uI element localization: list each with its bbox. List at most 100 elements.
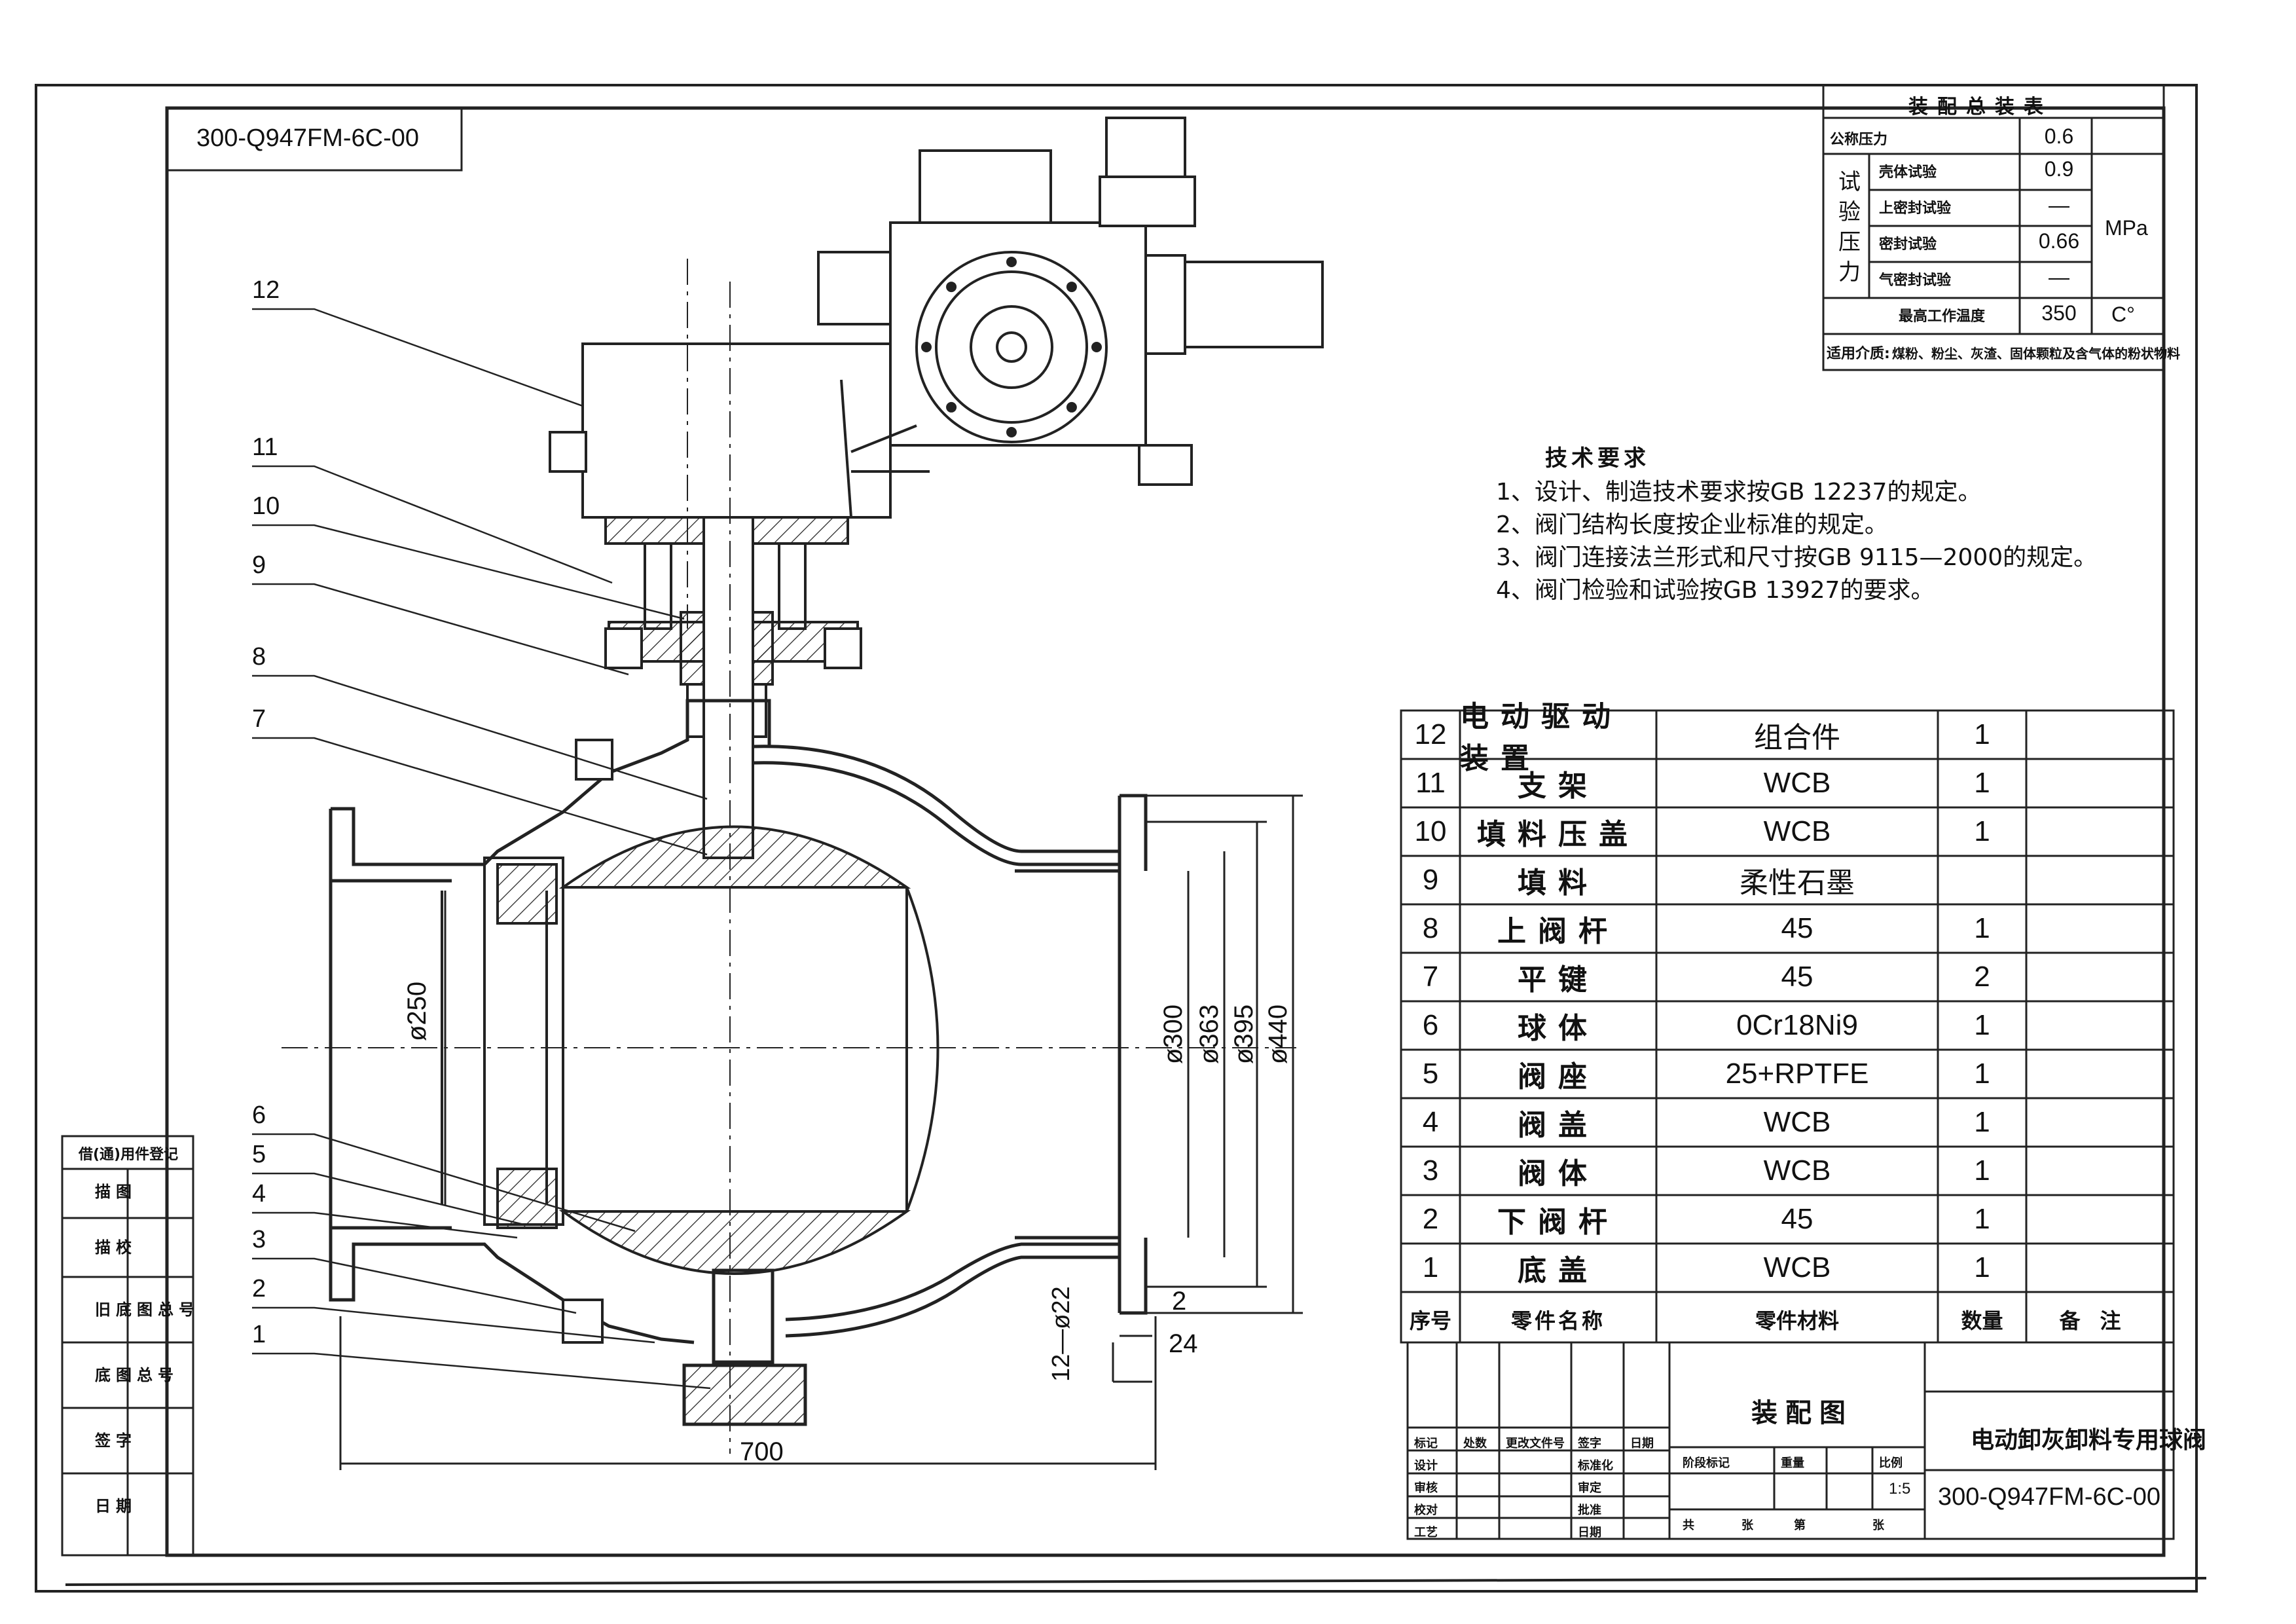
part-material: 45 [1781,961,1813,993]
bolt-hole [1091,342,1102,352]
leader-line [252,524,685,620]
parts-header-row: 序号 零件名称 零件材料 数量 备注 [1401,1295,2174,1344]
bolt-hole [921,342,932,352]
pressure-row-label: 公称压力 [1830,132,1888,148]
part-note [2026,1050,2174,1098]
pressure-table-lines [1822,84,2165,371]
part-note [2026,856,2174,904]
title-block-label: 阶段标记 [1683,1456,1730,1470]
title-block-label: 张 [1872,1519,1884,1532]
part-name: 下阀杆 [1497,1206,1619,1239]
dim-holes: 12—ø22 [1048,1286,1075,1382]
part-name: 上阀杆 [1497,915,1619,948]
bonnet-and-seat [441,739,613,1344]
dim-flange-t1: 2 [1172,1287,1187,1316]
part-qty: 1 [1974,1251,1990,1283]
title-block-label: 设计 [1414,1459,1438,1473]
pressure-row-value: — [2049,193,2069,217]
part-material: WCB [1763,767,1831,799]
scale-value: 1:5 [1889,1480,1911,1498]
part-qty: 1 [1974,815,1990,847]
leader-line [252,465,613,584]
tech-item: 2、阀门结构长度按企业标准的规定。 [1496,511,1888,538]
centre-lines [282,259,1296,1454]
part-no: 9 [1422,864,1439,896]
drawing-number-box-top [166,107,463,172]
part-callout-label: 2 [252,1275,266,1302]
pressure-unit: MPa [2105,216,2148,240]
part-no: 12 [1414,718,1447,750]
bolt-hole [946,401,957,413]
part-callout-label: 9 [252,551,266,579]
part-name: 阀座 [1518,1060,1599,1094]
part-qty: 2 [1974,961,1990,993]
part-callout-label: 12 [252,276,280,304]
part-name: 支架 [1518,769,1599,803]
valve-body [329,699,1148,1426]
part-material: 25+RPTFE [1725,1058,1869,1090]
pressure-row-label: 上密封试验 [1879,200,1952,217]
part-name: 底盖 [1518,1254,1599,1287]
leader-line [252,1306,655,1344]
part-qty: 1 [1974,1009,1990,1041]
part-callout-label: 11 [252,434,278,461]
title-block-label: 第 [1794,1519,1806,1532]
title-block-label: 共 [1683,1519,1694,1532]
title-block-label: 批准 [1578,1504,1601,1517]
part-note [2026,759,2174,807]
left-strip-label: 描校 [95,1238,137,1257]
bolt-hole [1006,257,1017,267]
part-name: 平键 [1518,963,1599,997]
leader-line [252,1352,711,1390]
dim-d363: ø363 [1195,1004,1224,1064]
leader-line [252,308,583,407]
header-qty: 数量 [1961,1308,2003,1333]
part-callout-label: 8 [252,643,266,671]
part-no: 6 [1422,1009,1439,1041]
dim-flange-t2: 24 [1169,1329,1198,1358]
title-block-label: 日期 [1578,1526,1601,1540]
leader-line [252,1133,636,1232]
part-no: 8 [1422,912,1439,944]
part-callout-label: 6 [252,1101,266,1129]
title-block-label: 重量 [1781,1456,1804,1470]
pressure-row-value: 0.9 [2044,157,2074,181]
drawing-title: 电动卸灰卸料专用球阀 [1971,1427,2207,1454]
tech-item: 3、阀门连接法兰形式和尺寸按GB 9115—2000的规定。 [1496,544,2098,571]
electric-actuator [549,117,1324,519]
part-note [2026,1001,2174,1050]
dim-d250: ø250 [403,981,431,1041]
part-no: 4 [1422,1106,1439,1138]
leader-line [252,1257,577,1314]
dim-d440: ø440 [1264,1004,1292,1064]
bolt-hole [1006,427,1017,437]
left-strip-label: 旧底图总号 [95,1301,200,1319]
part-note [2026,1147,2174,1195]
header-name: 零件名称 [1510,1308,1605,1333]
part-name: 球体 [1518,1012,1599,1045]
part-note [2026,904,2174,953]
dim-d395: ø395 [1230,1004,1258,1064]
header-material: 零件材料 [1755,1308,1839,1333]
part-callout-label: 1 [252,1321,266,1348]
pressure-row-value: 350 [2041,301,2077,325]
part-note [2026,807,2174,856]
part-no: 10 [1414,815,1447,847]
outer-border [35,84,2198,1593]
bolt-hole [1066,401,1077,413]
pressure-side-label: 试 验 压 力 [1838,169,1861,286]
temp-unit: C° [2111,303,2135,326]
part-note [2026,953,2174,1001]
part-material: WCB [1763,1251,1831,1283]
drawing-number-top: 300-Q947FM-6C-00 [196,124,420,152]
part-note [2026,1098,2174,1147]
medium-label: 适用介质: [1827,346,1890,362]
left-strip-label: 签字 [95,1431,137,1450]
pressure-row-label: 气密封试验 [1879,272,1952,289]
